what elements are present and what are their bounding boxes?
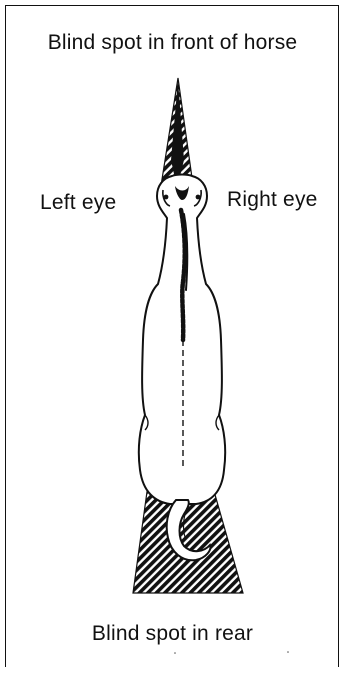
speck [287,651,289,653]
right-eye-dot [196,195,201,200]
left-eye-dot [164,195,169,200]
speck [174,652,176,654]
horse-top-view [139,175,225,505]
